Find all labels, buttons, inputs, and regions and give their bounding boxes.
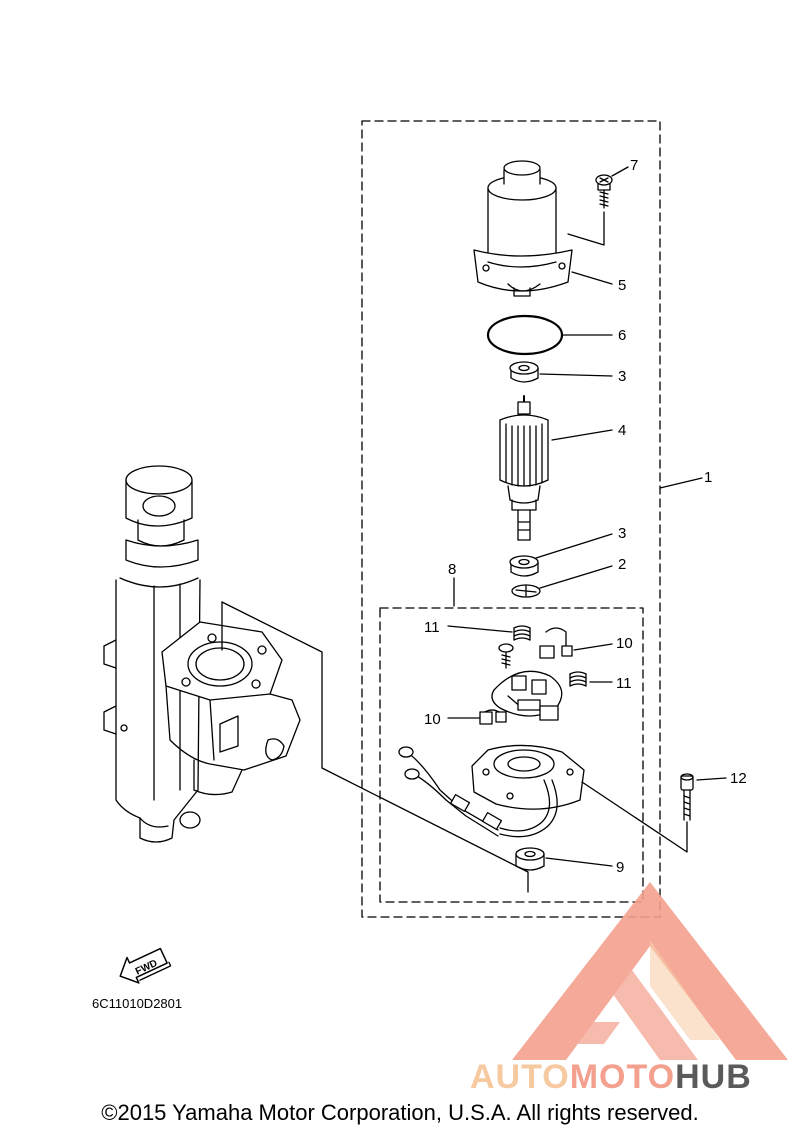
callout-7: 7	[630, 157, 638, 174]
washer-2-part	[511, 584, 541, 598]
assembly-1-box	[361, 120, 661, 918]
bolt-12-part	[680, 773, 694, 821]
callout-1: 1	[704, 469, 712, 486]
spring-11-top-part	[513, 625, 531, 641]
brush-10-bottom-part	[479, 709, 507, 725]
motor-yoke-part	[473, 160, 573, 297]
leader-2	[539, 565, 613, 589]
callout-3-bottom: 3	[618, 525, 626, 542]
copyright-notice: ©2015 Yamaha Motor Corporation, U.S.A. A…	[101, 1100, 699, 1125]
holder-screw-part	[498, 643, 514, 669]
callout-8: 8	[448, 561, 456, 578]
o-ring-part	[486, 314, 564, 356]
leader-3-bottom	[535, 533, 613, 559]
callout-11-right: 11	[616, 675, 632, 692]
screw-7-part	[595, 174, 613, 209]
callout-3-top: 3	[618, 368, 626, 385]
callout-10-bottom: 10	[424, 711, 441, 728]
leader-7	[611, 166, 629, 177]
callout-10-top: 10	[616, 635, 633, 652]
lower-housing-part	[398, 744, 585, 838]
callout-9: 9	[616, 859, 624, 876]
callout-2: 2	[618, 556, 626, 573]
spring-11-right-part	[569, 671, 587, 687]
callout-11-top: 11	[424, 619, 440, 636]
callout-12: 12	[730, 770, 747, 787]
diagram-code: 6C11010D2801	[92, 996, 182, 1011]
grommet-9-part	[515, 847, 545, 871]
bearing-3-bottom-part	[509, 555, 539, 577]
armature-part	[499, 395, 549, 541]
leader-1	[659, 477, 703, 489]
bearing-3-top-part	[509, 361, 539, 383]
callout-5: 5	[618, 277, 626, 294]
leader-5	[571, 271, 613, 285]
leader-9	[545, 857, 613, 867]
leader-12	[696, 777, 727, 781]
watermark-text: AUTOMOTOHUB	[470, 1058, 752, 1096]
tilt-cylinder-part	[103, 465, 301, 843]
brush-10-top-part	[539, 627, 573, 659]
watermark-logo-icon	[512, 882, 788, 1060]
brush-holder-part	[491, 670, 563, 721]
leader-10-top	[573, 643, 613, 651]
callout-4: 4	[618, 422, 626, 439]
assembly-8-box	[379, 607, 644, 903]
leader-3-top	[539, 373, 613, 377]
forward-arrow-icon	[119, 947, 172, 984]
leader-11-top	[447, 625, 513, 633]
callout-6: 6	[618, 327, 626, 344]
leader-4	[551, 429, 613, 441]
